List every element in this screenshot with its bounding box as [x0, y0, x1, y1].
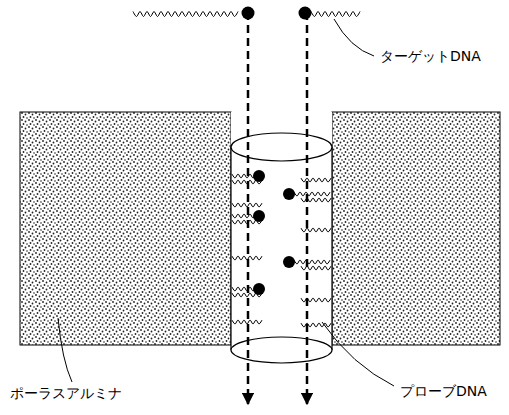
- target-dot: [253, 170, 265, 182]
- target-dot: [283, 188, 295, 200]
- probe-dna: [301, 198, 331, 202]
- probe-dna: [301, 298, 331, 302]
- leader-line: [58, 318, 72, 382]
- pore-top: [231, 133, 332, 161]
- pore-wall: [331, 147, 332, 350]
- target-dna: [232, 287, 256, 291]
- pore-wall: [230, 147, 231, 350]
- target-dna: [232, 174, 256, 178]
- part-label: プローブDNA: [398, 383, 489, 400]
- target-dna: [294, 260, 330, 264]
- flow-arrow: [306, 12, 309, 404]
- part-label: ターゲットDNA: [378, 48, 483, 65]
- probe-dna: [301, 266, 331, 270]
- probe-dna: [232, 203, 262, 207]
- target-dna: [133, 12, 238, 17]
- pore-interior: [231, 112, 332, 350]
- target-dna: [232, 214, 256, 218]
- part-label: ポーラスアルミナ: [8, 385, 124, 402]
- probe-dna: [301, 228, 331, 232]
- target-dot: [242, 7, 255, 20]
- leader-line: [334, 19, 374, 56]
- target-dna: [294, 192, 330, 196]
- alumina-block: [20, 112, 231, 345]
- target-dot: [253, 283, 265, 295]
- pore-bottom: [231, 337, 332, 363]
- target-dot: [253, 210, 265, 222]
- alumina-block: [332, 112, 500, 345]
- probe-dna: [301, 178, 331, 182]
- probe-dna: [301, 323, 331, 327]
- probe-dna: [232, 320, 262, 324]
- target-dot: [283, 256, 295, 268]
- flow-arrow: [247, 12, 250, 404]
- target-dna: [311, 12, 360, 17]
- target-dot: [299, 7, 312, 20]
- leader-line: [322, 322, 394, 386]
